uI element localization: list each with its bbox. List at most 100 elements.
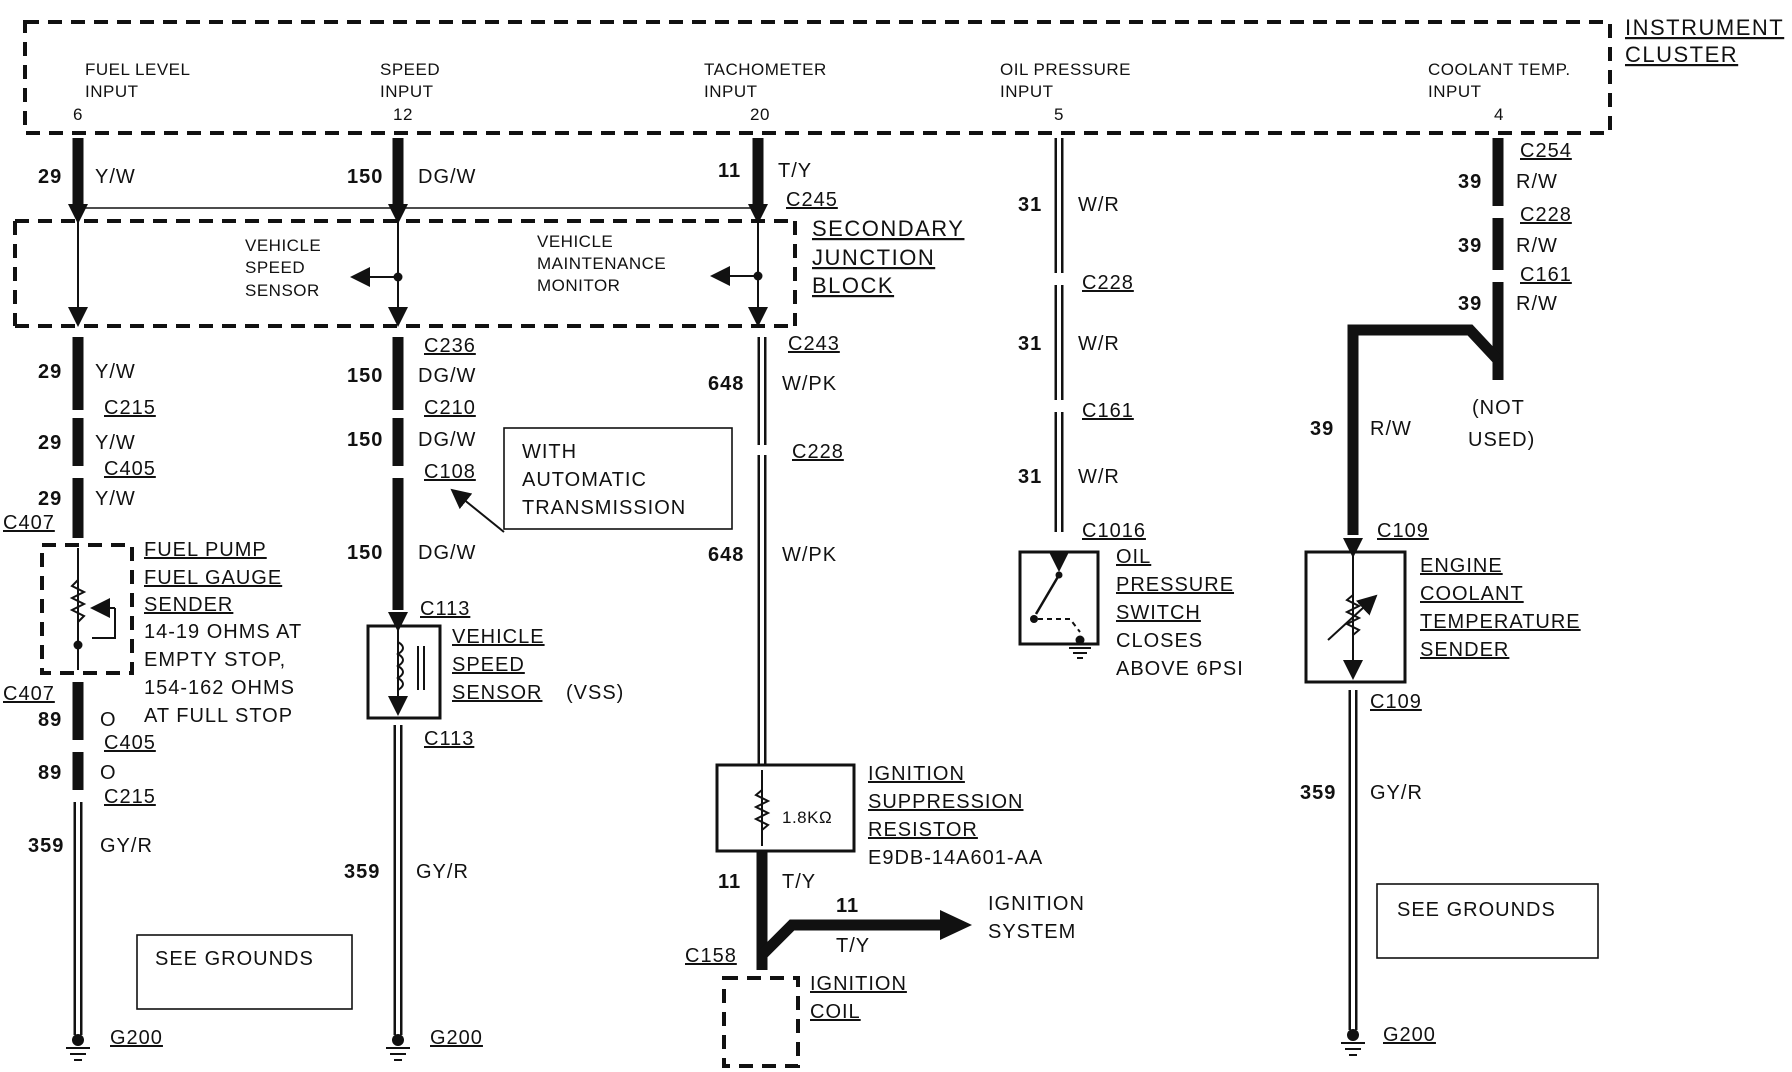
junction-title-l1: SECONDARY [812, 216, 964, 241]
speed-wire-150-b-color: DG/W [418, 365, 476, 387]
speed-connector-c108: C108 [424, 461, 476, 483]
tach-wire-648-a-color: W/PK [782, 373, 837, 395]
ignition-coil-label-l1: IGNITION [810, 973, 907, 995]
vss-coil [396, 641, 404, 691]
ignition-system-label-l2: SYSTEM [988, 921, 1076, 943]
coolant-wire-39-b-num: 39 [1458, 235, 1482, 257]
tach-wire-648-a-num: 648 [708, 373, 744, 395]
input-label-fuel-l2: INPUT [85, 82, 139, 101]
input-pin-oil: 5 [1054, 105, 1064, 124]
coolant-wire-39-a-num: 39 [1458, 171, 1482, 193]
oil-wire-31-c-num: 31 [1018, 466, 1042, 488]
coolant-connector-c161: C161 [1520, 264, 1572, 286]
tach-branch-wire [758, 919, 940, 959]
speed-note-l2: AUTOMATIC [522, 469, 647, 491]
fuel-connector-c215: C215 [104, 397, 156, 419]
input-label-speed-l1: SPEED [380, 60, 440, 79]
ignition-coil-label-l2: COIL [810, 1001, 861, 1023]
junction-vss-label-l3: SENSOR [245, 281, 320, 300]
coolant-connector-c109-bot: C109 [1370, 691, 1422, 713]
suppression-resistor-value: 1.8KΩ [782, 808, 832, 827]
speed-wire-150-d-num: 150 [347, 542, 383, 564]
speed-wire-150-d-color: DG/W [418, 542, 476, 564]
tach-connector-c245: C245 [786, 189, 838, 211]
fuel-connector-c407-bot: C407 [3, 683, 55, 705]
oil-switch-label-l2: PRESSURE [1116, 574, 1234, 596]
cluster-title-line1: INSTRUMENT [1625, 15, 1784, 40]
speed-wire-359-num: 359 [344, 861, 380, 883]
input-label-coolant-l2: INPUT [1428, 82, 1482, 101]
input-label-coolant-l1: COOLANT TEMP. [1428, 60, 1571, 79]
oil-switch-label-l5: ABOVE 6PSI [1116, 658, 1244, 680]
fuel-sender-spec-l3: 154-162 OHMS [144, 677, 295, 699]
speed-wire-150-b-num: 150 [347, 365, 383, 387]
input-pin-coolant: 4 [1494, 105, 1504, 124]
ignition-system-label-l1: IGNITION [988, 893, 1085, 915]
speed-wire-150-a-color: DG/W [418, 166, 476, 188]
input-label-speed-l2: INPUT [380, 82, 434, 101]
fuel-connector-c407-top: C407 [3, 512, 55, 534]
oil-switch-label-l1: OIL [1116, 546, 1151, 568]
input-label-tach-l1: TACHOMETER [704, 60, 827, 79]
fuel-wire-359-num: 359 [28, 835, 64, 857]
fuel-wire-89-b-color: O [100, 762, 117, 784]
oil-wire-31-c-color: W/R [1078, 466, 1120, 488]
oil-connector-c1016: C1016 [1082, 520, 1146, 542]
oil-wire-31-a-color: W/R [1078, 194, 1120, 216]
junction-vmm-label-l1: VEHICLE [537, 232, 613, 251]
coolant-not-used-l2: USED) [1468, 429, 1535, 451]
coolant-connector-c109-top: C109 [1377, 520, 1429, 542]
instrument-cluster: INSTRUMENT CLUSTER FUEL LEVEL INPUT 6 SP… [23, 15, 1784, 135]
coolant-wire-39-c-color: R/W [1516, 293, 1558, 315]
coolant-see-grounds-label: SEE GROUNDS [1397, 899, 1556, 921]
fuel-wire-359-color: GY/R [100, 835, 153, 857]
fuel-wire-29-a-color: Y/W [95, 166, 136, 188]
tach-branch-num: 11 [836, 895, 859, 917]
fuel-sender-label-l1: FUEL PUMP [144, 539, 267, 561]
coolant-wire-39-d-num: 39 [1310, 418, 1334, 440]
coolant-wire-39-b-color: R/W [1516, 235, 1558, 257]
fuel-wire-89-b-num: 89 [38, 762, 62, 784]
tach-circuit: 11 T/Y C245 C243 648 W/PK C228 648 W/PK … [685, 138, 1085, 1068]
coolant-circuit: C254 39 R/W C228 39 R/W C161 39 R/W 39 R… [1300, 138, 1599, 1056]
fuel-ground-symbol [66, 1034, 90, 1061]
speed-connector-c113-bot: C113 [424, 728, 474, 750]
fuel-connector-c405-b: C405 [104, 732, 156, 754]
tach-branch-color: T/Y [836, 935, 870, 957]
input-label-oil-l2: INPUT [1000, 82, 1054, 101]
junction-title-l3: BLOCK [812, 273, 894, 298]
speed-circuit: 150 DG/W C236 150 DG/W C210 150 DG/W C10… [344, 138, 733, 1061]
coolant-wire-39-d-color: R/W [1370, 418, 1412, 440]
oil-switch-ground-symbol [1069, 635, 1091, 659]
ignition-coil-dashed-box [722, 976, 800, 1068]
coolant-ground-symbol [1341, 1029, 1365, 1056]
suppression-resistor-part: E9DB-14A601-AA [868, 847, 1043, 869]
vss-label-abbr: (VSS) [566, 682, 624, 704]
oil-switch-label-l4: CLOSES [1116, 630, 1203, 652]
speed-connector-c210: C210 [424, 397, 476, 419]
coolant-sender-thermistor [1344, 594, 1362, 636]
coolant-wire-39-c-num: 39 [1458, 293, 1482, 315]
tach-branch-arrow [940, 910, 972, 940]
junction-vmm-label-l2: MAINTENANCE [537, 254, 666, 273]
fuel-ground-g200: G200 [110, 1027, 163, 1049]
input-label-fuel-l1: FUEL LEVEL [85, 60, 190, 79]
input-label-tach-l2: INPUT [704, 82, 758, 101]
coolant-connector-c254: C254 [1520, 140, 1572, 162]
speed-note-pointer [450, 488, 505, 533]
input-label-oil-l1: OIL PRESSURE [1000, 60, 1131, 79]
junction-vmm-label-l3: MONITOR [537, 276, 620, 295]
tach-wire-11-b-num: 11 [718, 871, 741, 893]
fuel-wire-29-c-num: 29 [38, 432, 62, 454]
oil-switch-label-l3: SWITCH [1116, 602, 1201, 624]
suppression-resistor-label-l3: RESISTOR [868, 819, 978, 841]
coolant-sender-label-l1: ENGINE [1420, 555, 1503, 577]
speed-connector-c236: C236 [424, 335, 476, 357]
fuel-connector-c405: C405 [104, 458, 156, 480]
junction-title-l2: JUNCTION [812, 245, 935, 270]
speed-wire-150-c-color: DG/W [418, 429, 476, 451]
tach-wire-11-a-color: T/Y [778, 160, 812, 182]
vss-label-l1: VEHICLE [452, 626, 545, 648]
input-pin-fuel: 6 [73, 105, 83, 124]
speed-wire-150-a-num: 150 [347, 166, 383, 188]
